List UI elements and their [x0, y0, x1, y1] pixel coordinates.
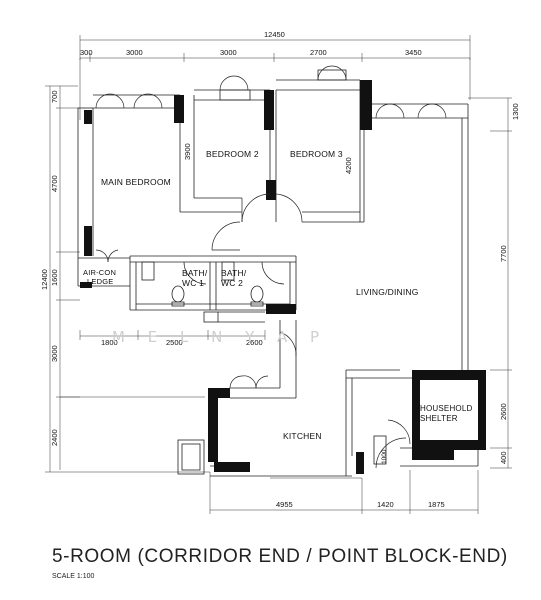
dim-bottom-1420: 1420	[377, 500, 394, 509]
plan-scale: SCALE 1:100	[52, 573, 95, 580]
dim-top-300: 300	[80, 48, 93, 57]
dim-right-2600: 2600	[499, 403, 508, 420]
room-labels: MAIN BEDROOM BEDROOM 2 BEDROOM 3 LIVING/…	[83, 149, 472, 441]
dim-right-7700: 7700	[499, 245, 508, 262]
dim-right-1300: 1300	[511, 103, 520, 120]
main-bedroom-label: MAIN BEDROOM	[101, 177, 171, 187]
solid-walls	[80, 80, 486, 474]
dimension-text: 12450 300 3000 3000 2700 3450 12400 700 …	[40, 30, 520, 509]
aircon-ledge-label-2: LEDGE	[87, 277, 113, 286]
dim-bottom-4955: 4955	[276, 500, 293, 509]
watermark: M E L N Y A P	[112, 328, 328, 346]
dim-right-400: 400	[499, 451, 508, 464]
plan-title: 5-ROOM (CORRIDOR END / POINT BLOCK-END)	[52, 546, 508, 567]
dim-top-3450: 3450	[405, 48, 422, 57]
dim-left-2400: 2400	[50, 429, 59, 446]
dim-bottom-1875: 1875	[428, 500, 445, 509]
dim-top-2700: 2700	[310, 48, 327, 57]
living-dining-label: LIVING/DINING	[356, 287, 419, 297]
dim-left-total: 12400	[40, 269, 49, 290]
dim-inner-1800: 1800	[101, 338, 118, 347]
aircon-ledge-label-1: AIR-CON	[83, 268, 116, 277]
bath-wc1-label-1: BATH/	[182, 268, 208, 278]
shelter-label-2: SHELTER	[420, 414, 458, 423]
bath-wc1-label-2: WC 1	[182, 278, 204, 288]
dim-inner-2500: 2500	[166, 338, 183, 347]
bedroom2-label: BEDROOM 2	[206, 149, 259, 159]
windows-and-doors	[95, 65, 447, 469]
dim-left-1600: 1600	[50, 269, 59, 286]
dim-top-total: 12450	[264, 30, 285, 39]
bedroom3-label: BEDROOM 3	[290, 149, 343, 159]
bath-wc2-label-2: WC 2	[221, 278, 243, 288]
kitchen-label: KITCHEN	[283, 431, 322, 441]
shelter-label-1: HOUSEHOLD	[420, 404, 472, 413]
dim-inner-4200: 4200	[344, 157, 353, 174]
dim-inner-2600: 2600	[246, 338, 263, 347]
dim-left-3000: 3000	[50, 345, 59, 362]
dim-top-3000b: 3000	[220, 48, 237, 57]
dim-inner-3900: 3900	[183, 143, 192, 160]
dim-inner-1000: 1000	[381, 449, 388, 464]
dim-top-3000a: 3000	[126, 48, 143, 57]
dimension-lines	[45, 35, 512, 514]
dim-left-700: 700	[50, 90, 59, 103]
dim-left-4700: 4700	[50, 175, 59, 192]
bath-wc2-label-1: BATH/	[221, 268, 247, 278]
